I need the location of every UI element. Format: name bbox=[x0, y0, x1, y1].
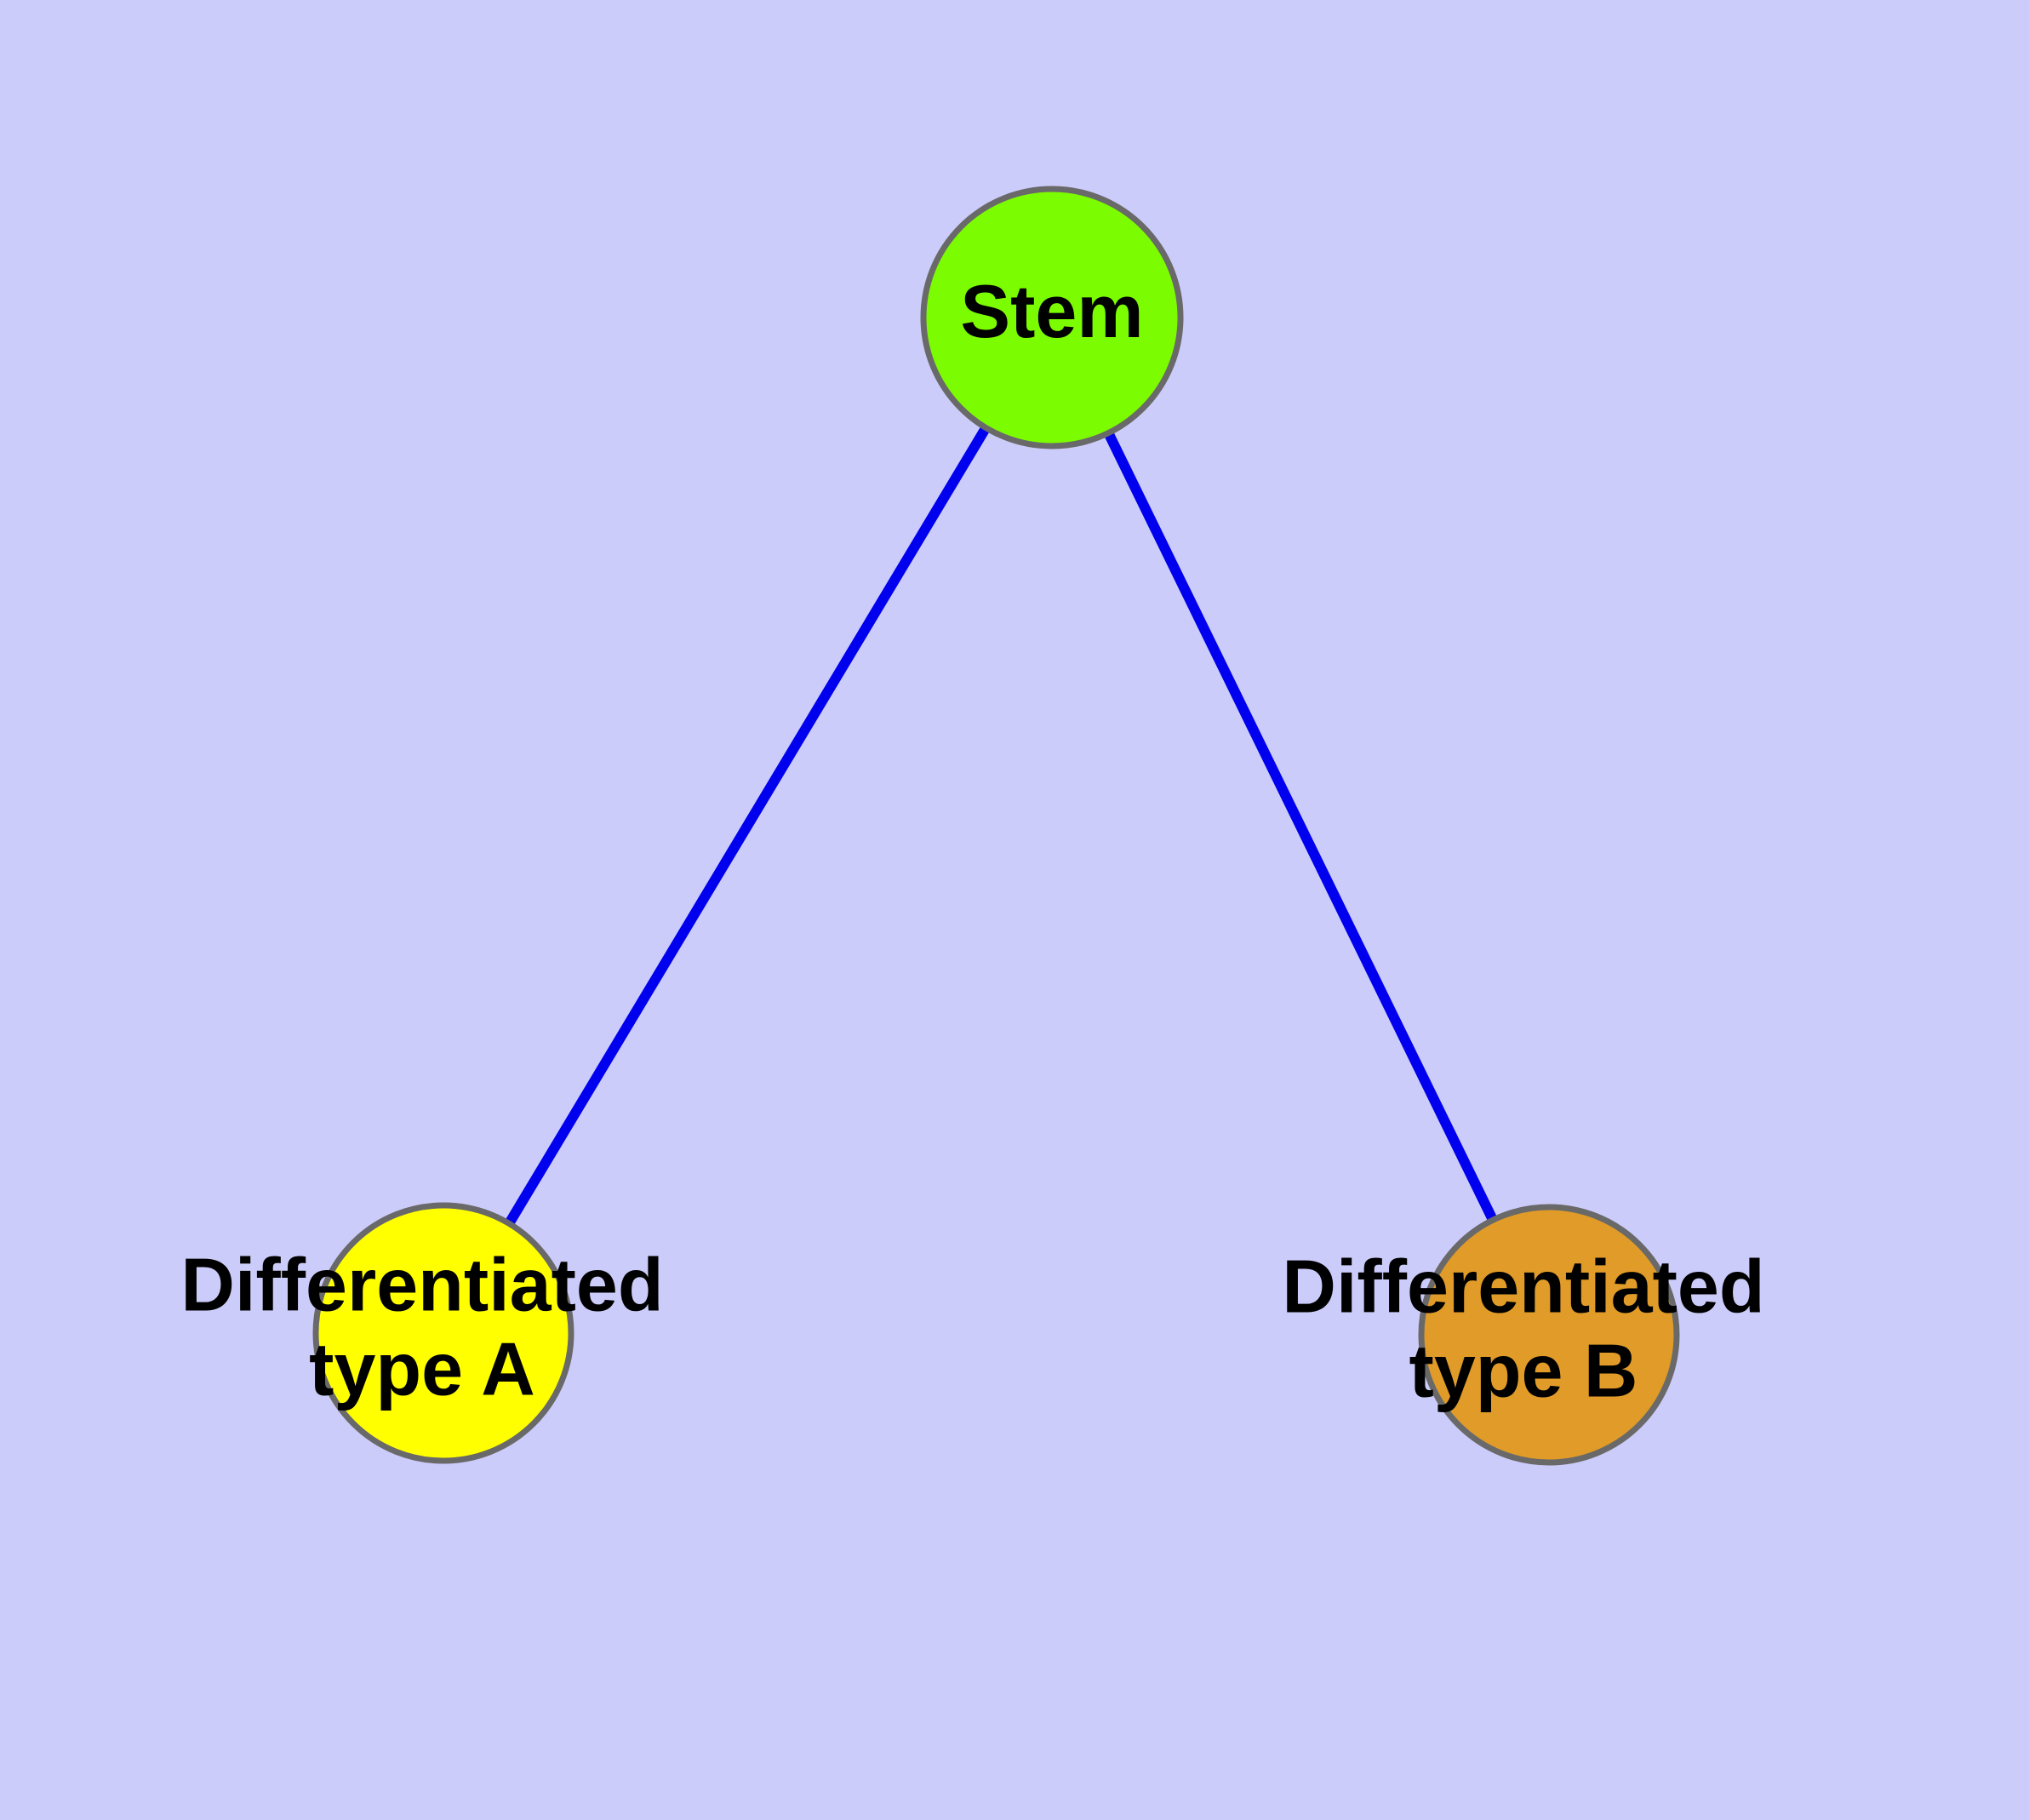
edges-layer bbox=[504, 425, 1498, 1227]
node-stem[interactable]: Stem bbox=[920, 186, 1184, 449]
label-line: type A bbox=[309, 1327, 535, 1411]
node-differentiated-type-b-circle[interactable] bbox=[1418, 1204, 1680, 1466]
label-line: type B bbox=[1409, 1329, 1638, 1413]
node-stem-label: Stem bbox=[960, 269, 1143, 353]
edge-stem-to-differentiated-type-b bbox=[1103, 431, 1498, 1222]
node-stem-circle[interactable] bbox=[920, 186, 1184, 449]
label-line: Stem bbox=[960, 269, 1143, 353]
node-differentiated-type-a-circle[interactable] bbox=[312, 1202, 574, 1464]
label-line: Differentiated bbox=[180, 1243, 663, 1327]
edge-stem-to-differentiated-type-a bbox=[504, 425, 991, 1227]
label-line: Differentiated bbox=[1282, 1245, 1764, 1329]
